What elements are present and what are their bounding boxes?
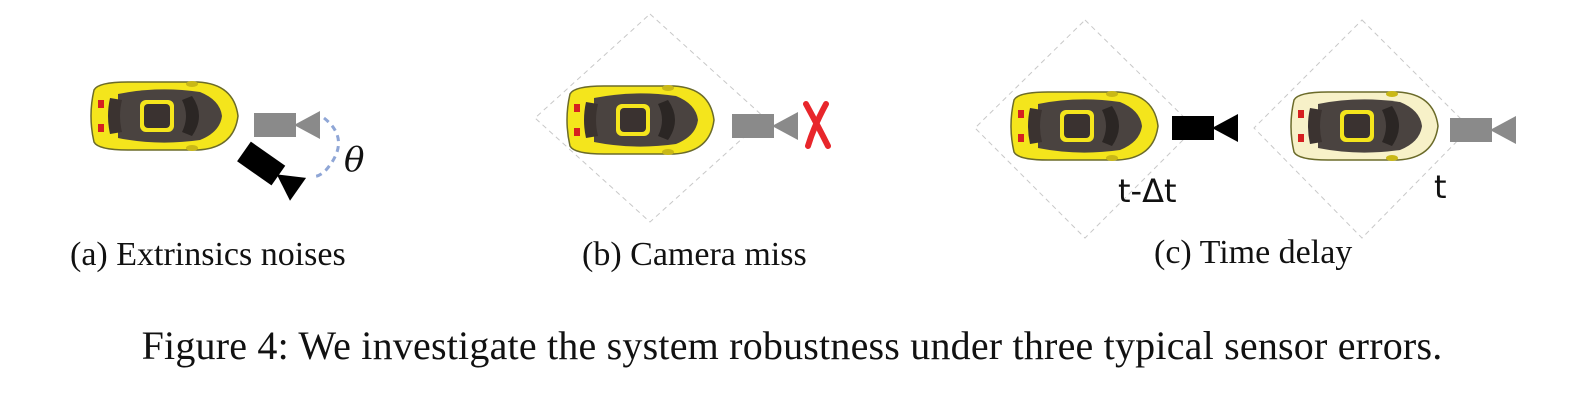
camera-icon [1172, 114, 1238, 142]
camera-icon [732, 112, 798, 140]
subfigure-b [535, 14, 828, 222]
time-annotation: t [1434, 168, 1447, 206]
subfigure-a [91, 81, 339, 201]
rotated-camera-icon [236, 140, 306, 201]
red-x-icon [806, 104, 828, 146]
car-icon [1011, 91, 1158, 161]
car-icon [1291, 91, 1438, 161]
camera-icon [254, 111, 320, 139]
theta-annotation: θ [344, 140, 364, 180]
figure: θ t-Δt t (a) Extrinsics noises (b) Camer… [0, 0, 1584, 300]
car-icon [91, 81, 238, 151]
figure-caption: Figure 4: We investigate the system robu… [0, 322, 1584, 369]
subfigure-c-label: (c) Time delay [1154, 234, 1352, 272]
subfigure-b-label: (b) Camera miss [582, 236, 807, 274]
subfigure-a-label: (a) Extrinsics noises [70, 236, 346, 274]
car-icon [567, 85, 714, 155]
camera-icon [1450, 116, 1516, 144]
time-delay-annotation: t-Δt [1118, 172, 1177, 210]
